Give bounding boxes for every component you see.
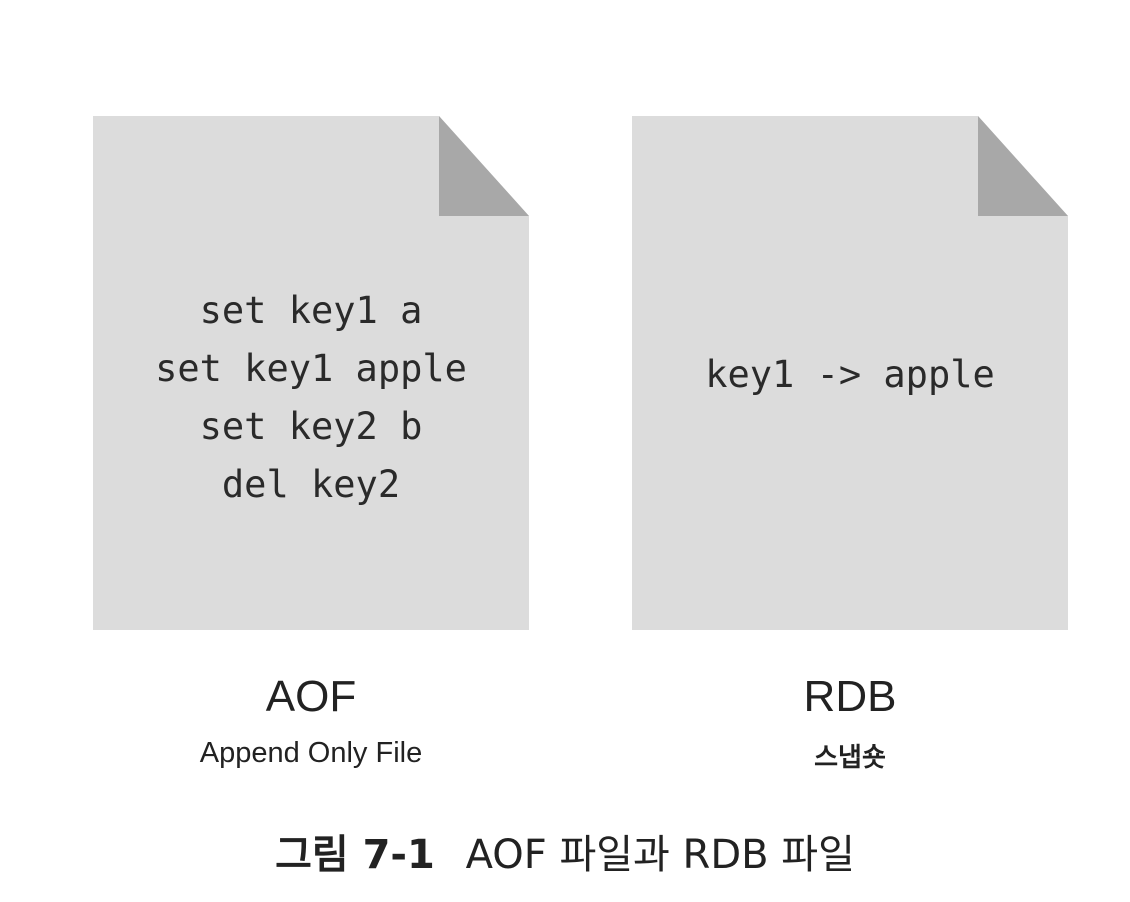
aof-command-line: set key2 b <box>199 405 423 448</box>
aof-title: AOF <box>265 672 357 721</box>
figure-number: 그림 7-1 <box>275 832 435 878</box>
aof-command-line: set key1 a <box>199 289 423 332</box>
document-icon <box>632 116 1068 630</box>
rdb-title: RDB <box>803 672 897 721</box>
figure-caption: 그림 7-1 AOF 파일과 RDB 파일 <box>0 822 1130 880</box>
aof-command-line: set key1 apple <box>155 347 467 390</box>
aof-file-document: set key1 a set key1 apple set key2 b del… <box>93 116 529 630</box>
rdb-subtitle: 스냅숏 <box>814 743 886 773</box>
rdb-file-content: key1 -> apple <box>632 346 1068 404</box>
aof-file-content: set key1 a set key1 apple set key2 b del… <box>93 282 529 514</box>
rdb-snapshot-line: key1 -> apple <box>705 353 995 396</box>
aof-command-line: del key2 <box>221 463 401 506</box>
aof-subtitle: Append Only File <box>199 737 423 769</box>
rdb-file-document: key1 -> apple <box>632 116 1068 630</box>
document-icon <box>93 116 529 630</box>
figure-caption-text: AOF 파일과 RDB 파일 <box>465 832 855 878</box>
